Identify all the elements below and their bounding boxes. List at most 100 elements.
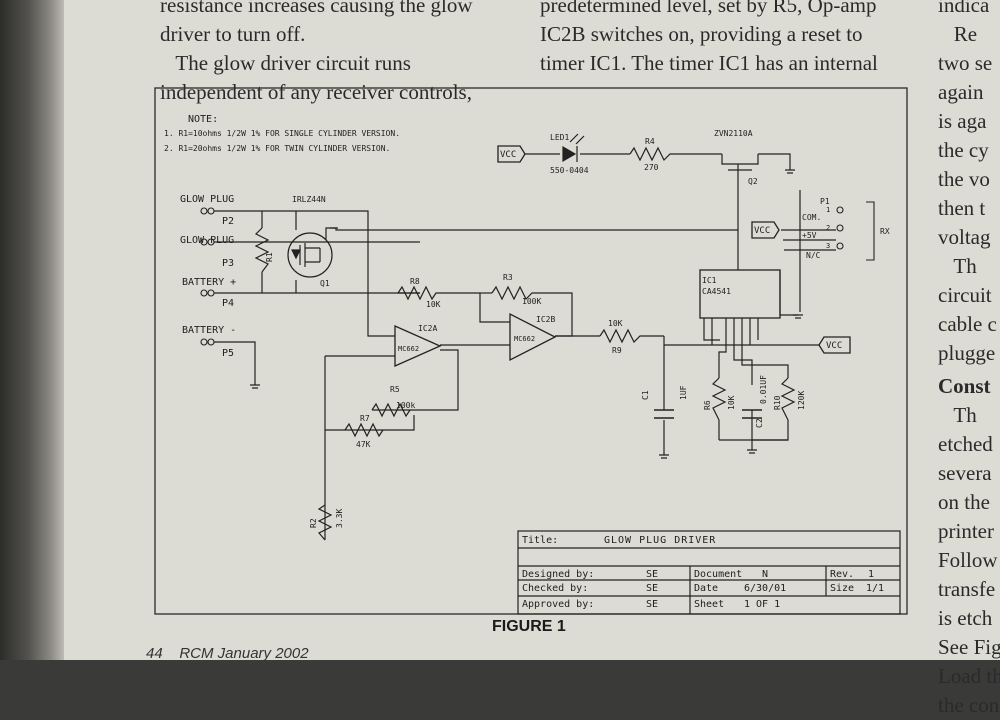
text-line: Follow: [938, 548, 998, 572]
magazine-page: [58, 0, 1000, 660]
q1-label: Q1: [320, 279, 330, 288]
r1-label: R1: [265, 252, 274, 262]
r9-value: 10K: [608, 319, 623, 328]
ic2a-label: IC2A: [418, 324, 437, 333]
text-line: the con: [938, 693, 1000, 717]
r7-value: 47K: [356, 440, 371, 449]
text-line: etched: [938, 432, 993, 456]
irlz44n-label: IRLZ44N: [292, 195, 326, 204]
wires: [212, 153, 836, 540]
approved-by-label: Approved by:: [522, 599, 594, 610]
document-value: N: [762, 569, 768, 580]
text-line: severa: [938, 461, 992, 485]
ic2b-symbol: [509, 312, 557, 362]
text-column-middle: predetermined level, set by R5, Op-amp I…: [540, 0, 878, 78]
r2-value: 3.3K: [335, 509, 344, 528]
text-line: Load th: [938, 664, 1000, 688]
text-line: See Fig: [938, 635, 1000, 659]
q1-mosfet-symbol: [287, 232, 333, 278]
note-title: NOTE:: [188, 114, 218, 125]
c2-label: C2: [755, 418, 764, 428]
ic1-label: IC1: [702, 276, 717, 285]
text-line: independent of any receiver controls,: [160, 80, 472, 104]
ic2a-chip-label: MC662: [398, 345, 419, 353]
zvn2110a-label: ZVN2110A: [714, 129, 753, 138]
text-line: again: [938, 80, 984, 104]
r9-symbol: [599, 328, 650, 344]
r6-value: 10K: [727, 395, 736, 410]
schematic-diagram: NOTE: 1. R1=10ohms 1/2W 1% FOR SINGLE CY…: [154, 87, 908, 615]
text-line: indica: [938, 0, 990, 17]
sheet-label: Sheet: [694, 599, 724, 610]
sheet-value: 1 OF 1: [744, 599, 780, 610]
figure-label: FIGURE 1: [492, 618, 566, 635]
ic1-box: [699, 269, 781, 319]
section-heading: Const: [938, 374, 991, 398]
glow-plug-label-2: GLOW PLUG: [180, 235, 234, 246]
rx-label: RX: [880, 227, 890, 236]
text-column-left: resistance increases causing the glow dr…: [160, 0, 473, 107]
text-line: the vo: [938, 167, 990, 191]
r3-symbol: [491, 285, 548, 301]
rev-value: 1: [868, 569, 874, 580]
text-line: Re: [938, 22, 978, 46]
title-label: Title:: [522, 535, 558, 546]
p4-label: P4: [222, 298, 234, 309]
size-label: Size: [830, 583, 854, 594]
text-line: plugge: [938, 341, 996, 365]
ground-symbols: [250, 169, 803, 459]
vcc-label-led: VCC: [500, 150, 516, 160]
p2-label: P2: [222, 216, 234, 227]
text-line: two se: [938, 51, 993, 75]
text-line: printer: [938, 519, 994, 543]
q2-mosfet-symbol: [721, 154, 759, 172]
plus5v-label: +5V: [802, 231, 817, 240]
designed-by-value: SE: [646, 569, 658, 580]
checked-by-value: SE: [646, 583, 658, 594]
battery-positive-label: BATTERY +: [182, 277, 236, 288]
text-line: Th: [938, 403, 977, 427]
note-2: 2. R1=20ohms 1/2W 1% FOR TWIN CYLINDER V…: [164, 144, 390, 153]
text-line: circuit: [938, 283, 992, 307]
text-line: voltag: [938, 225, 991, 249]
text-line: is etch: [938, 606, 993, 630]
nc-label: N/C: [806, 251, 821, 260]
text-line: transfe: [938, 577, 996, 601]
text-line: is aga: [938, 109, 987, 133]
title-block-grid: [517, 530, 901, 615]
size-value: 1/1: [866, 583, 884, 594]
approved-by-value: SE: [646, 599, 658, 610]
r2-label: R2: [309, 518, 318, 528]
r9-label: R9: [612, 346, 622, 355]
r3-label: R3: [503, 273, 513, 282]
p1-pin-1: 1: [826, 206, 830, 214]
rx-bracket: [866, 201, 875, 261]
r4-value: 270: [644, 163, 659, 172]
led1-label: LED1: [550, 133, 569, 142]
r8-label: R8: [410, 277, 420, 286]
ic1-chip-label: CA4541: [702, 287, 731, 296]
p1-pin-3: 3: [826, 242, 830, 250]
r2-symbol: [317, 504, 333, 541]
checked-by-label: Checked by:: [522, 583, 588, 594]
text-line: driver to turn off.: [160, 22, 306, 46]
ic2b-chip-label: MC662: [514, 335, 535, 343]
r10-value: 120K: [797, 391, 806, 410]
battery-negative-label: BATTERY -: [182, 325, 236, 336]
rev-label: Rev.: [830, 569, 854, 580]
glow-plug-label: GLOW PLUG: [180, 194, 234, 205]
text-line: the cy: [938, 138, 989, 162]
r8-value: 10K: [426, 300, 441, 309]
book-spine-shadow: [0, 0, 64, 660]
ic2b-label: IC2B: [536, 315, 555, 324]
capacitors: [654, 409, 762, 419]
r4-symbol: [629, 146, 676, 162]
r5-value: 100k: [396, 401, 415, 410]
r5-label: R5: [390, 385, 400, 394]
c2-symbol: [742, 409, 762, 419]
page-footer: 44 RCM January 2002: [146, 645, 309, 662]
text-line: Th: [938, 254, 977, 278]
q2-label: Q2: [748, 177, 758, 186]
c1-label: C1: [641, 390, 650, 400]
